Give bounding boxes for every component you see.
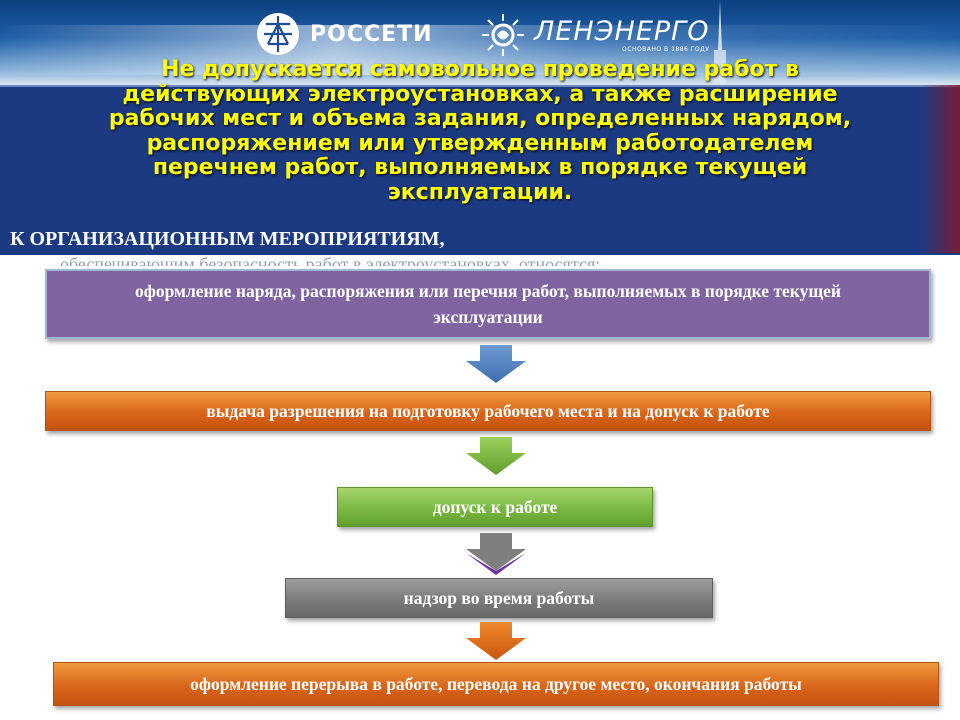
down-arrow-icon <box>466 622 526 660</box>
step-admission: допуск к работе <box>337 487 653 527</box>
spire-decoration-icon <box>714 0 726 85</box>
section-subtitle: К ОРГАНИЗАЦИОННЫМ МЕРОПРИЯТИЯМ, <box>10 228 445 250</box>
warning-banner <box>0 85 960 255</box>
lenenergo-wordmark: ЛЕНЭНЕРГО <box>534 15 710 47</box>
step-supervision: надзор во время работы <box>285 578 713 618</box>
lenenergo-sun-icon <box>482 14 524 56</box>
rosseti-emblem-icon <box>257 13 299 55</box>
lenenergo-logo: ЛЕНЭНЕРГО ОСНОВАНО В 1886 ГОДУ <box>480 12 709 58</box>
down-arrow-icon <box>466 437 526 475</box>
header-highlight <box>0 25 960 75</box>
down-arrow-icon <box>466 345 526 383</box>
rosseti-logo: РОССЕТИ <box>256 12 433 56</box>
rosseti-wordmark: РОССЕТИ <box>310 21 433 47</box>
lenenergo-tagline: ОСНОВАНО В 1886 ГОДУ <box>622 45 710 53</box>
banner-edge-shade <box>920 85 960 253</box>
subtitle-continuation: обеспечивающим безопасность работ в элек… <box>60 254 601 266</box>
down-arrow-icon <box>466 533 526 575</box>
step-permission: выдача разрешения на подготовку рабочего… <box>45 391 931 431</box>
warning-text: Не допускается самовольное проведение ра… <box>108 57 852 205</box>
step-issue-permit: оформление наряда, распоряжения или пере… <box>45 269 931 339</box>
step-break-and-completion: оформление перерыва в работе, перевода н… <box>53 662 939 706</box>
